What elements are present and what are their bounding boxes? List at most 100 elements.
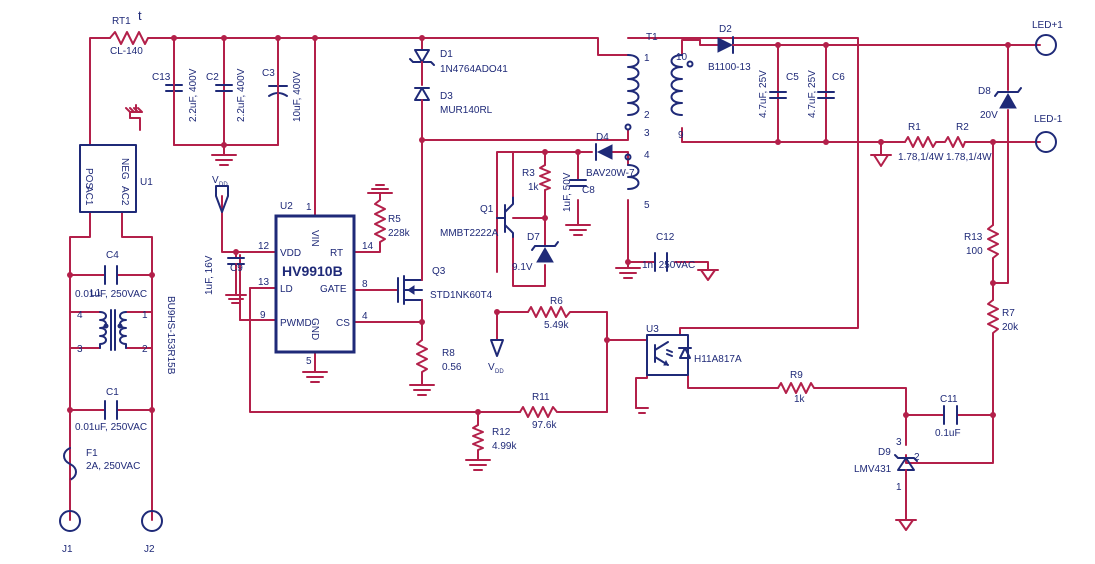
r11-value: 97.6k [532,420,557,431]
resistor-r2: R2 1.78,1/4W [937,122,992,163]
capacitor-c9: C9 1uF, 16V [204,255,247,304]
d1-ref: D1 [440,49,453,60]
u2-pinnum-1: 1 [306,202,312,213]
optocoupler-u3: U3 H11A817A [635,324,742,414]
u2-pin-gate: GATE [320,284,347,295]
c2-value: 2.2uF, 400V [236,68,247,122]
r6-ref: R6 [550,296,563,307]
f1-value: 2A, 250VAC [86,461,140,472]
connector-led-minus: LED-1 [1034,114,1063,153]
r9-value: 1k [794,394,806,405]
chassis-ground-icon [125,104,143,119]
zener-d7: D7 9.1V [512,232,559,273]
diode-d4: D4 BAV20W-7 [586,132,635,179]
c11-ref: C11 [940,394,958,405]
capacitor-c12: C12 1n, 250VAC [615,232,719,281]
l1-pin3: 3 [77,344,83,355]
q1-ref: Q1 [480,204,494,215]
t1-pin9: 9 [678,130,684,141]
c12-ref: C12 [656,232,675,243]
d9-pin2: 2 [914,452,920,463]
resistor-r9: R9 1k [777,370,819,405]
capacitor-c13: C13 2.2uF, 400V [152,37,199,146]
capacitor-c11: C11 0.1uF [935,394,961,439]
d1-value: 1N4764ADO41 [440,64,508,75]
r5-ref: R5 [388,214,401,225]
r3-ref: R3 [522,168,535,179]
d9-ref: D9 [878,447,891,458]
resistor-r8: R8 0.56 [409,339,462,396]
l1-pin2: 2 [142,344,148,355]
vdd-label: V [212,175,219,186]
q3-value: STD1NK60T4 [430,290,493,301]
u2-pinnum-8: 8 [362,279,368,290]
thermistor-rt1: RT1 t CL-140 [109,8,153,57]
r7-ref: R7 [1002,308,1015,319]
t1-pin1: 1 [644,53,650,64]
c2-ref: C2 [206,72,219,83]
r1-value: 1.78,1/4W [898,152,944,163]
r9-ref: R9 [790,370,803,381]
c6-ref: C6 [832,72,845,83]
u2-pinnum-4: 4 [362,311,368,322]
diode-d3: D3 MUR140RL [414,87,493,119]
capacitor-c1: C1 0.01uF, 250VAC [75,387,147,433]
resistor-r13: R13 100 [964,224,999,261]
u1-pos: POS [83,168,94,189]
c13-ref: C13 [152,72,171,83]
connector-j1: J1 [59,479,81,555]
c12-value: 1n, 250VAC [642,260,695,271]
capacitor-c2: C2 2.2uF, 400V [206,68,247,122]
d9-pin3: 3 [896,437,902,448]
shunt-regulator-d9: D9 LMV431 3 2 1 [854,437,920,531]
d9-value: LMV431 [854,464,892,475]
u2-pin-vdd: VDD [280,248,301,259]
ground-icon [870,154,892,167]
bridge-u1: POS NEG AC1 AC2 U1 [79,144,153,213]
zener-d8: D8 20V [978,86,1022,121]
u1-ac2: AC2 [119,186,130,206]
c13-value: 2.2uF, 400V [188,68,199,122]
capacitor-c6: C6 4.7uF, 25V [807,70,845,118]
c5-ref: C5 [786,72,799,83]
c3-value: 10uF, 400V [292,71,303,122]
l1-ref: L1 [90,288,102,299]
r6-value: 5.49k [544,320,569,331]
resistor-r6: R6 5.49k [527,296,573,331]
u2-pinnum-13: 13 [258,277,270,288]
u2-pinnum-5: 5 [306,356,312,367]
u2-chip-name: HV9910B [282,263,343,279]
d9-pin1: 1 [896,482,902,493]
controller-u2: HV9910B U2 VDD RT LD GATE PWMD CS VIN GN… [258,201,374,367]
u2-pin-gnd: GND [309,318,320,340]
u1-neg: NEG [119,158,130,180]
ground-icon [211,154,237,166]
j1-label: J1 [62,544,73,555]
q1-value: MMBT2222A [440,228,499,239]
led-minus-label: LED-1 [1034,114,1063,125]
r11-ref: R11 [532,392,550,403]
u2-ref: U2 [280,201,293,212]
schottky-d2: D2 B1100-13 [699,24,754,73]
u2-pinnum-14: 14 [362,241,374,252]
capacitor-c3: C3 10uF, 400V [262,37,303,146]
u3-ref: U3 [646,324,659,335]
r5-value: 228k [388,228,411,239]
vdd-label-2: V [488,362,495,373]
u2-pinnum-9: 9 [260,310,266,321]
d8-ref: D8 [978,86,991,97]
r7-value: 20k [1002,322,1019,333]
c11-value: 0.1uF [935,428,961,439]
u2-pinnum-12: 12 [258,241,270,252]
resistor-r12: R12 4.99k [465,424,517,471]
u2-pin-vin: VIN [309,230,320,247]
r8-ref: R8 [442,348,455,359]
transformer-t1: T1 1 2 3 4 5 10 9 [624,32,694,211]
t1-pin4: 4 [644,150,650,161]
mosfet-q3: Q3 STD1NK60T4 [397,266,493,305]
connector-led-plus: LED+1 [1032,20,1063,56]
junctions [67,35,1011,418]
vdd-supply-arrow-icon: V DD [212,175,229,213]
d3-value: MUR140RL [440,105,493,116]
